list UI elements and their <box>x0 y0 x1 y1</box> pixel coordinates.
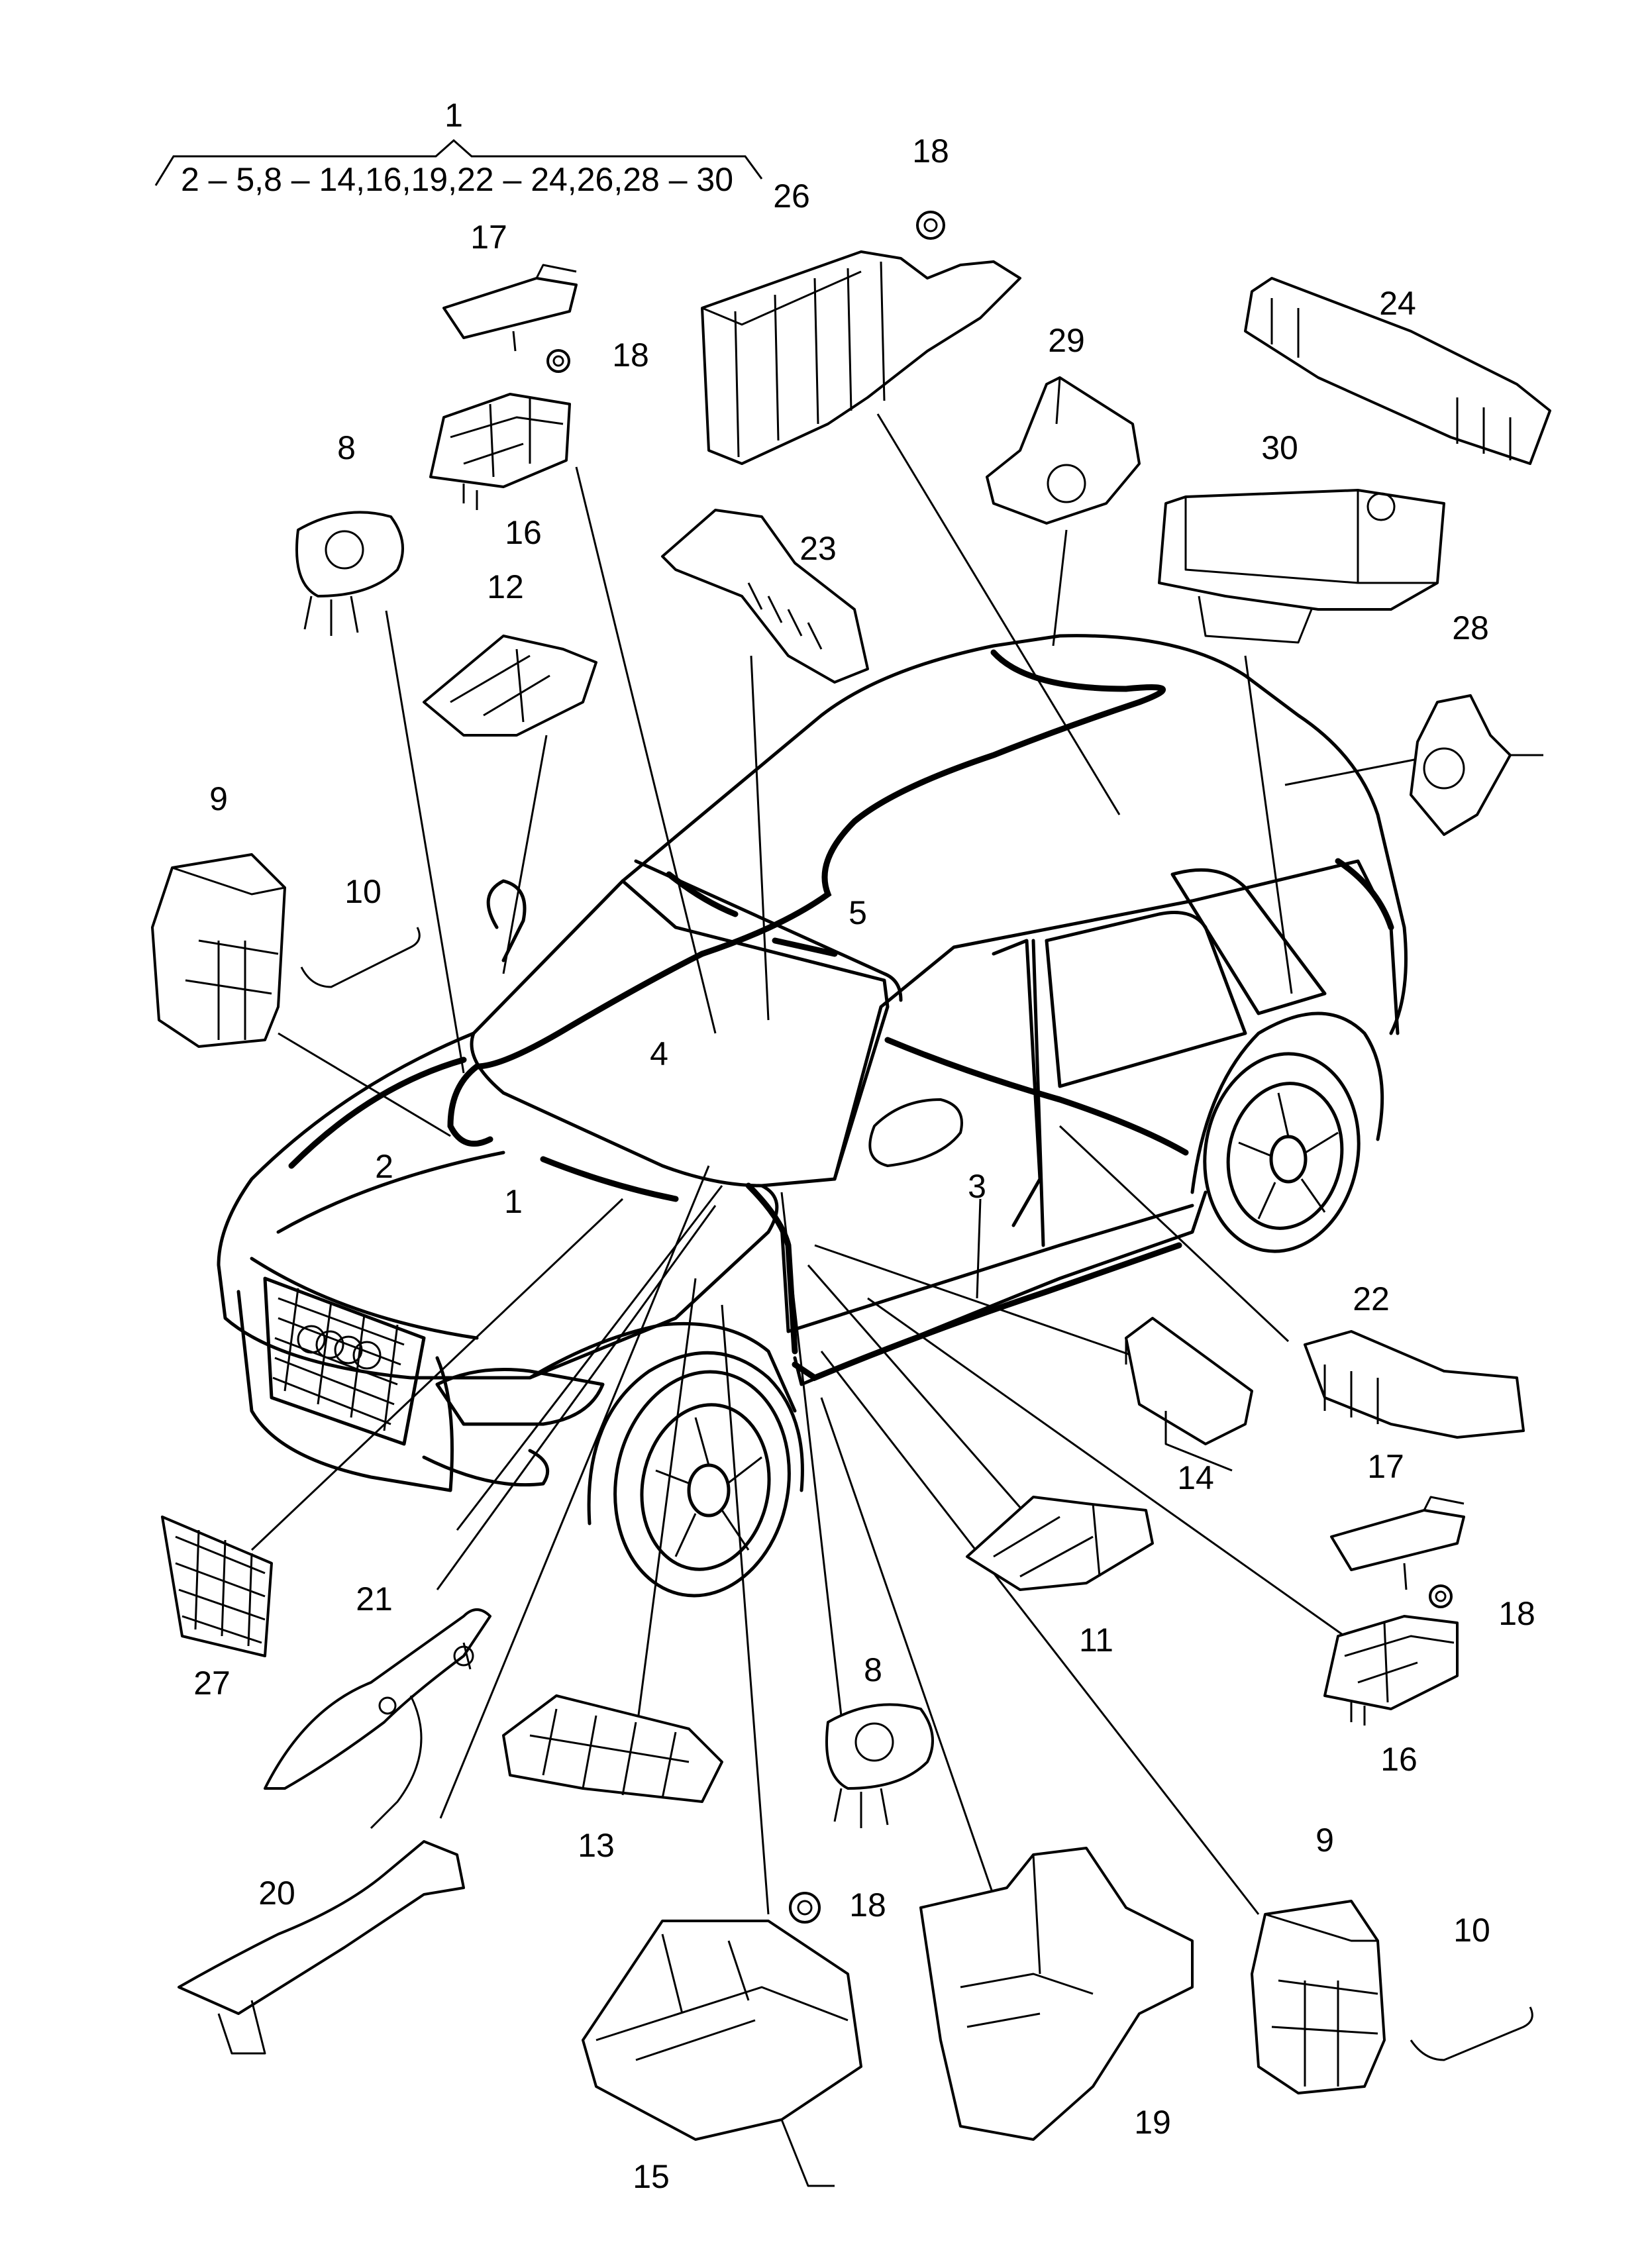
front-wheel <box>613 1370 791 1598</box>
callout-8: 8 <box>864 1651 882 1688</box>
assembly-bracket <box>154 138 763 186</box>
part-24 <box>1244 277 1551 465</box>
car-outline <box>217 634 1408 1598</box>
part-9-lower <box>1251 1900 1386 2094</box>
callout-9: 9 <box>1315 1822 1334 1859</box>
part-18-nut-top <box>916 211 945 240</box>
callout-27: 27 <box>193 1665 231 1702</box>
callout-labels: 18 26 17 18 24 29 8 30 16 23 12 28 9 10 … <box>193 132 1535 2195</box>
callout-22: 22 <box>1353 1280 1390 1317</box>
part-22 <box>1304 1330 1525 1439</box>
part-10-upper <box>300 927 421 988</box>
callout-9: 9 <box>209 780 228 817</box>
part-8-upper <box>295 511 404 636</box>
callout-30: 30 <box>1261 429 1298 466</box>
callout-10: 10 <box>344 873 382 910</box>
callout-24: 24 <box>1379 285 1416 322</box>
callout-11: 11 <box>1079 1622 1113 1659</box>
callout-15: 15 <box>633 2158 670 2195</box>
callout-20: 20 <box>258 1875 295 1912</box>
part-20 <box>178 1840 465 2055</box>
callout-2: 2 <box>375 1148 393 1185</box>
callout-14: 14 <box>1177 1459 1214 1496</box>
callout-17: 17 <box>470 219 507 256</box>
assembly-header: 1 2 – 5,8 – 14,16,19,22 – 24,26,28 – 30 <box>154 97 763 198</box>
callout-23: 23 <box>799 530 837 567</box>
part-19 <box>919 1847 1194 2141</box>
part-23 <box>661 509 869 684</box>
part-8-lower <box>825 1703 934 1828</box>
callout-18: 18 <box>912 132 949 170</box>
callout-3: 3 <box>968 1168 986 1205</box>
callout-18: 18 <box>849 1886 886 1924</box>
callout-17: 17 <box>1367 1448 1404 1485</box>
part-27 <box>161 1516 273 1657</box>
callout-8: 8 <box>337 429 356 466</box>
audi-rings <box>297 1325 382 1370</box>
callout-12: 12 <box>487 568 524 605</box>
part-15 <box>582 1920 862 2187</box>
part-13 <box>502 1694 723 1803</box>
callout-10: 10 <box>1453 1912 1490 1949</box>
leader-lines <box>250 413 1421 1935</box>
part-17-lower <box>1330 1496 1465 1590</box>
part-26 <box>701 250 1021 465</box>
callout-5: 5 <box>849 894 867 931</box>
part-9-upper <box>151 853 286 1048</box>
callout-18: 18 <box>612 336 649 374</box>
part-18-nut-right <box>1429 1584 1453 1608</box>
part-12 <box>423 635 597 737</box>
part-14 <box>1125 1317 1253 1472</box>
callout-19: 19 <box>1134 2104 1171 2141</box>
callout-26: 26 <box>773 178 810 215</box>
part-21 <box>264 1608 491 1830</box>
assembly-range: 2 – 5,8 – 14,16,19,22 – 24,26,28 – 30 <box>181 161 733 198</box>
part-18-nut-lower <box>789 1892 821 1924</box>
part-16-upper <box>429 393 571 510</box>
callout-18: 18 <box>1498 1595 1535 1632</box>
callout-1: 1 <box>504 1183 523 1220</box>
callout-16: 16 <box>505 514 542 551</box>
part-18-nut-upper <box>546 349 570 373</box>
part-17-upper <box>442 264 578 352</box>
side-mirror <box>868 1098 963 1167</box>
callout-29: 29 <box>1048 322 1085 359</box>
part-28 <box>1410 694 1543 836</box>
assembly-number: 1 <box>444 97 463 134</box>
part-29 <box>986 376 1141 525</box>
callout-16: 16 <box>1380 1741 1418 1778</box>
part-11 <box>966 1496 1154 1591</box>
callout-4: 4 <box>650 1035 668 1072</box>
callout-13: 13 <box>578 1827 615 1864</box>
callout-21: 21 <box>356 1580 393 1618</box>
rear-wheel <box>1203 1052 1361 1253</box>
wiring-harness <box>288 649 1394 1382</box>
part-30 <box>1158 489 1445 644</box>
part-16-lower <box>1323 1615 1459 1726</box>
callout-28: 28 <box>1452 609 1489 646</box>
part-10-lower <box>1410 2006 1533 2061</box>
